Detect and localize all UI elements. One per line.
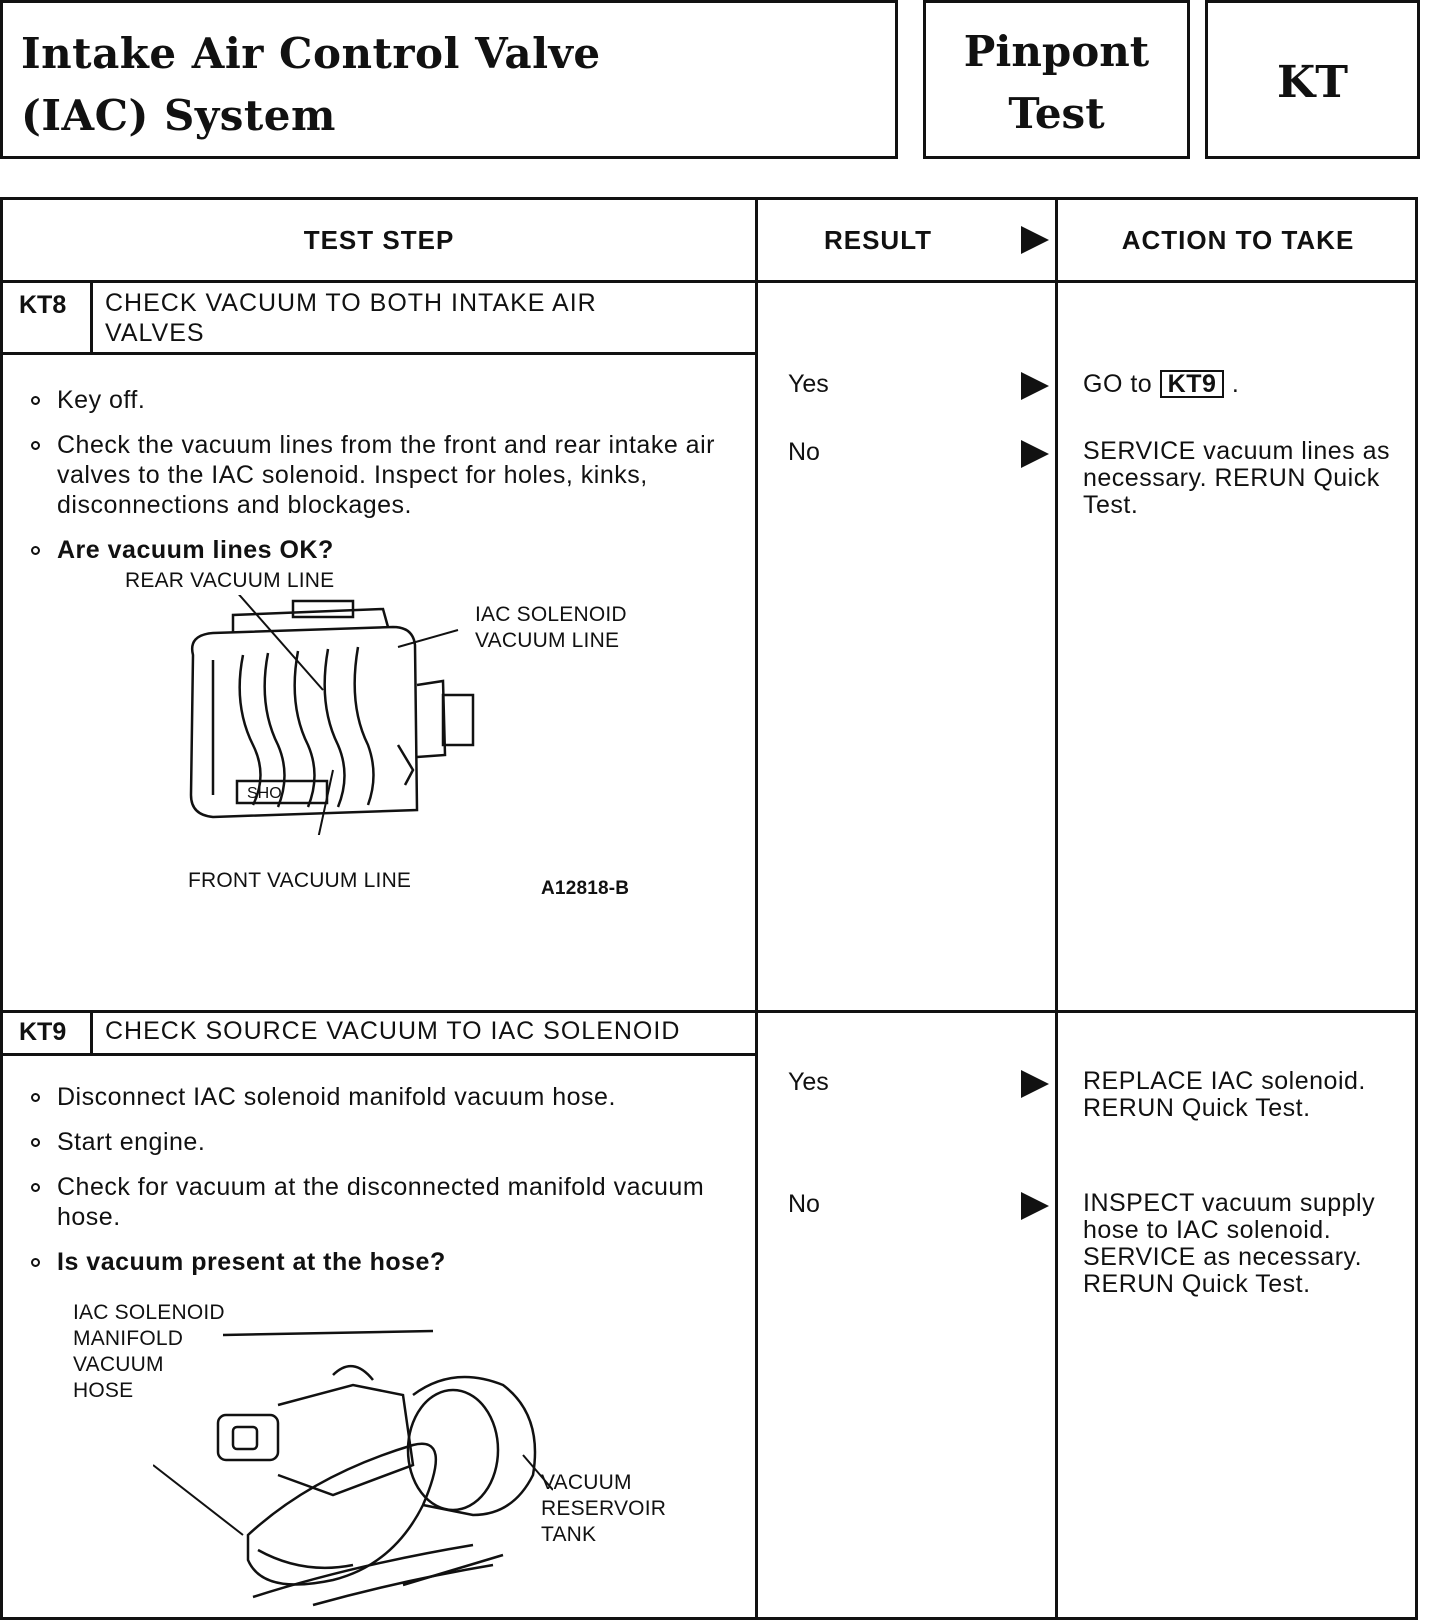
action-service-vacuum-lines: SERVICE vacuum lines as necessary. RERUN… — [1083, 437, 1390, 519]
pinpoint-label: Pinpont Test — [926, 21, 1187, 145]
kt9-instructions: Disconnect IAC solenoid manifold vacuum … — [27, 1082, 717, 1292]
column-header-test-step: TEST STEP — [303, 225, 455, 255]
action-go-to-kt9: GO to KT9 . — [1083, 370, 1393, 398]
action-text: GO to — [1083, 370, 1153, 398]
column-divider — [755, 200, 758, 1620]
step-title-divider — [3, 352, 755, 355]
arrow-icon — [1021, 440, 1049, 468]
result-no: No — [788, 1190, 820, 1218]
step-id-kt9: KT9 — [19, 1018, 67, 1046]
action-replace-iac-solenoid: REPLACE IAC solenoid. RERUN Quick Test. — [1083, 1067, 1366, 1122]
row-divider — [3, 1010, 1418, 1013]
arrow-icon — [1021, 226, 1049, 254]
figure-label-line: IAC SOLENOID — [475, 603, 627, 626]
test-code: KT — [1277, 57, 1348, 108]
step-title-divider — [3, 1053, 755, 1056]
figure-label-line: IAC SOLENOID — [73, 1301, 225, 1324]
column-divider — [1055, 200, 1058, 1620]
list-item: Check for vacuum at the disconnected man… — [27, 1172, 717, 1232]
header-row-divider — [3, 280, 1418, 283]
step-id-divider — [90, 280, 93, 352]
figure-label-line: MANIFOLD — [73, 1327, 184, 1350]
list-item: Disconnect IAC solenoid manifold vacuum … — [27, 1082, 717, 1112]
list-item: Check the vacuum lines from the front an… — [27, 430, 717, 520]
pinpoint-line-1: Pinpont — [963, 27, 1150, 76]
step-reference-kt9[interactable]: KT9 — [1159, 370, 1225, 398]
engine-illustration: SHO — [189, 595, 475, 835]
title-box: Intake Air Control Valve (IAC) System — [0, 0, 898, 159]
action-inspect-supply-hose: INSPECT vacuum supply hose to IAC soleno… — [1083, 1189, 1376, 1298]
step-title-line: VALVES — [105, 319, 205, 347]
test-code-box: KT — [1205, 0, 1420, 159]
pinpoint-table: TEST STEP RESULT ACTION TO TAKE KT8 CHEC… — [0, 197, 1418, 1620]
step-id-divider — [90, 1010, 93, 1053]
figure-label-sho: SHO — [247, 785, 282, 802]
pinpoint-line-2: Test — [1008, 89, 1105, 138]
figure-label-vacuum-reservoir-tank: VACUUM RESERVOIR TANK — [541, 1470, 666, 1548]
title-line-1: Intake Air Control Valve — [21, 29, 601, 78]
figure-label-iac-solenoid-vacuum-line: IAC SOLENOID VACUUM LINE — [475, 602, 627, 654]
step-id-kt8: KT8 — [19, 291, 67, 319]
question-item: Are vacuum lines OK? — [27, 535, 717, 565]
figure-label-rear-vacuum-line: REAR VACUUM LINE — [125, 569, 335, 592]
step-title-kt8: CHECK VACUUM TO BOTH INTAKE AIR VALVES — [105, 288, 597, 348]
figure-label-front-vacuum-line: FRONT VACUUM LINE — [188, 869, 412, 892]
result-yes: Yes — [788, 370, 829, 398]
reservoir-illustration — [153, 1329, 553, 1607]
pinpoint-box: Pinpont Test — [923, 0, 1190, 159]
list-item: Key off. — [27, 385, 717, 415]
figure-label-line: VACUUM — [73, 1353, 164, 1376]
document-title: Intake Air Control Valve (IAC) System — [21, 23, 601, 147]
title-line-2: (IAC) System — [21, 91, 336, 140]
step-title-line: CHECK VACUUM TO BOTH INTAKE AIR — [105, 289, 597, 317]
column-header-action: ACTION TO TAKE — [1121, 225, 1355, 255]
arrow-icon — [1021, 1192, 1049, 1220]
figure-label-line: RESERVOIR — [541, 1497, 667, 1520]
column-header-result: RESULT — [823, 225, 933, 255]
action-text: . — [1231, 370, 1240, 398]
kt8-instructions: Key off. Check the vacuum lines from the… — [27, 385, 717, 580]
list-item: Start engine. — [27, 1127, 717, 1157]
figure-code: A12818-B — [541, 878, 630, 899]
figure-label-line: VACUUM LINE — [475, 629, 620, 652]
figure-label-line: HOSE — [73, 1379, 134, 1402]
figure-label-line: VACUUM — [541, 1471, 632, 1494]
question-item: Is vacuum present at the hose? — [27, 1247, 717, 1277]
figure-label-iac-solenoid-manifold-vacuum-hose: IAC SOLENOID MANIFOLD VACUUM HOSE — [73, 1300, 225, 1404]
arrow-icon — [1021, 372, 1049, 400]
result-yes: Yes — [788, 1068, 829, 1096]
step-title-kt9: CHECK SOURCE VACUUM TO IAC SOLENOID — [105, 1017, 681, 1045]
figure-label-line: TANK — [541, 1523, 597, 1546]
result-no: No — [788, 438, 820, 466]
arrow-icon — [1021, 1070, 1049, 1098]
